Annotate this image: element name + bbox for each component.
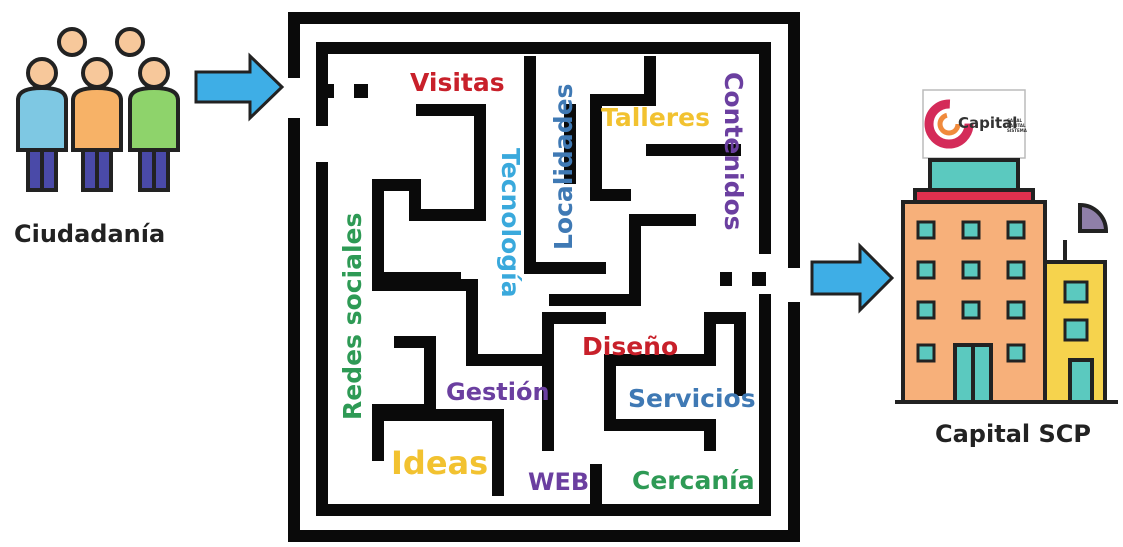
word-visitas: Visitas <box>410 68 505 97</box>
logo-small-text: CANAL CAPITAL SISTEMA <box>1007 118 1021 133</box>
word-tecnologia: Tecnología <box>496 148 525 298</box>
word-diseno: Diseño <box>582 332 678 361</box>
arrow-right-icon <box>196 56 282 118</box>
word-contenidos: Contenidos <box>719 72 748 231</box>
word-gestion: Gestión <box>446 378 550 406</box>
word-localidades: Localidades <box>549 84 578 250</box>
citizens-icon <box>18 29 178 190</box>
capital-scp-label: Capital SCP <box>935 420 1091 448</box>
word-ideas: Ideas <box>391 444 488 482</box>
citizens-label: Ciudadanía <box>14 220 165 248</box>
word-talleres: Talleres <box>601 103 710 132</box>
word-servicios: Servicios <box>628 384 756 413</box>
word-redes-sociales: Redes sociales <box>338 213 367 420</box>
word-cercania: Cercanía <box>632 466 755 495</box>
arrow-right-icon <box>812 246 892 310</box>
word-web: WEB <box>528 468 589 496</box>
